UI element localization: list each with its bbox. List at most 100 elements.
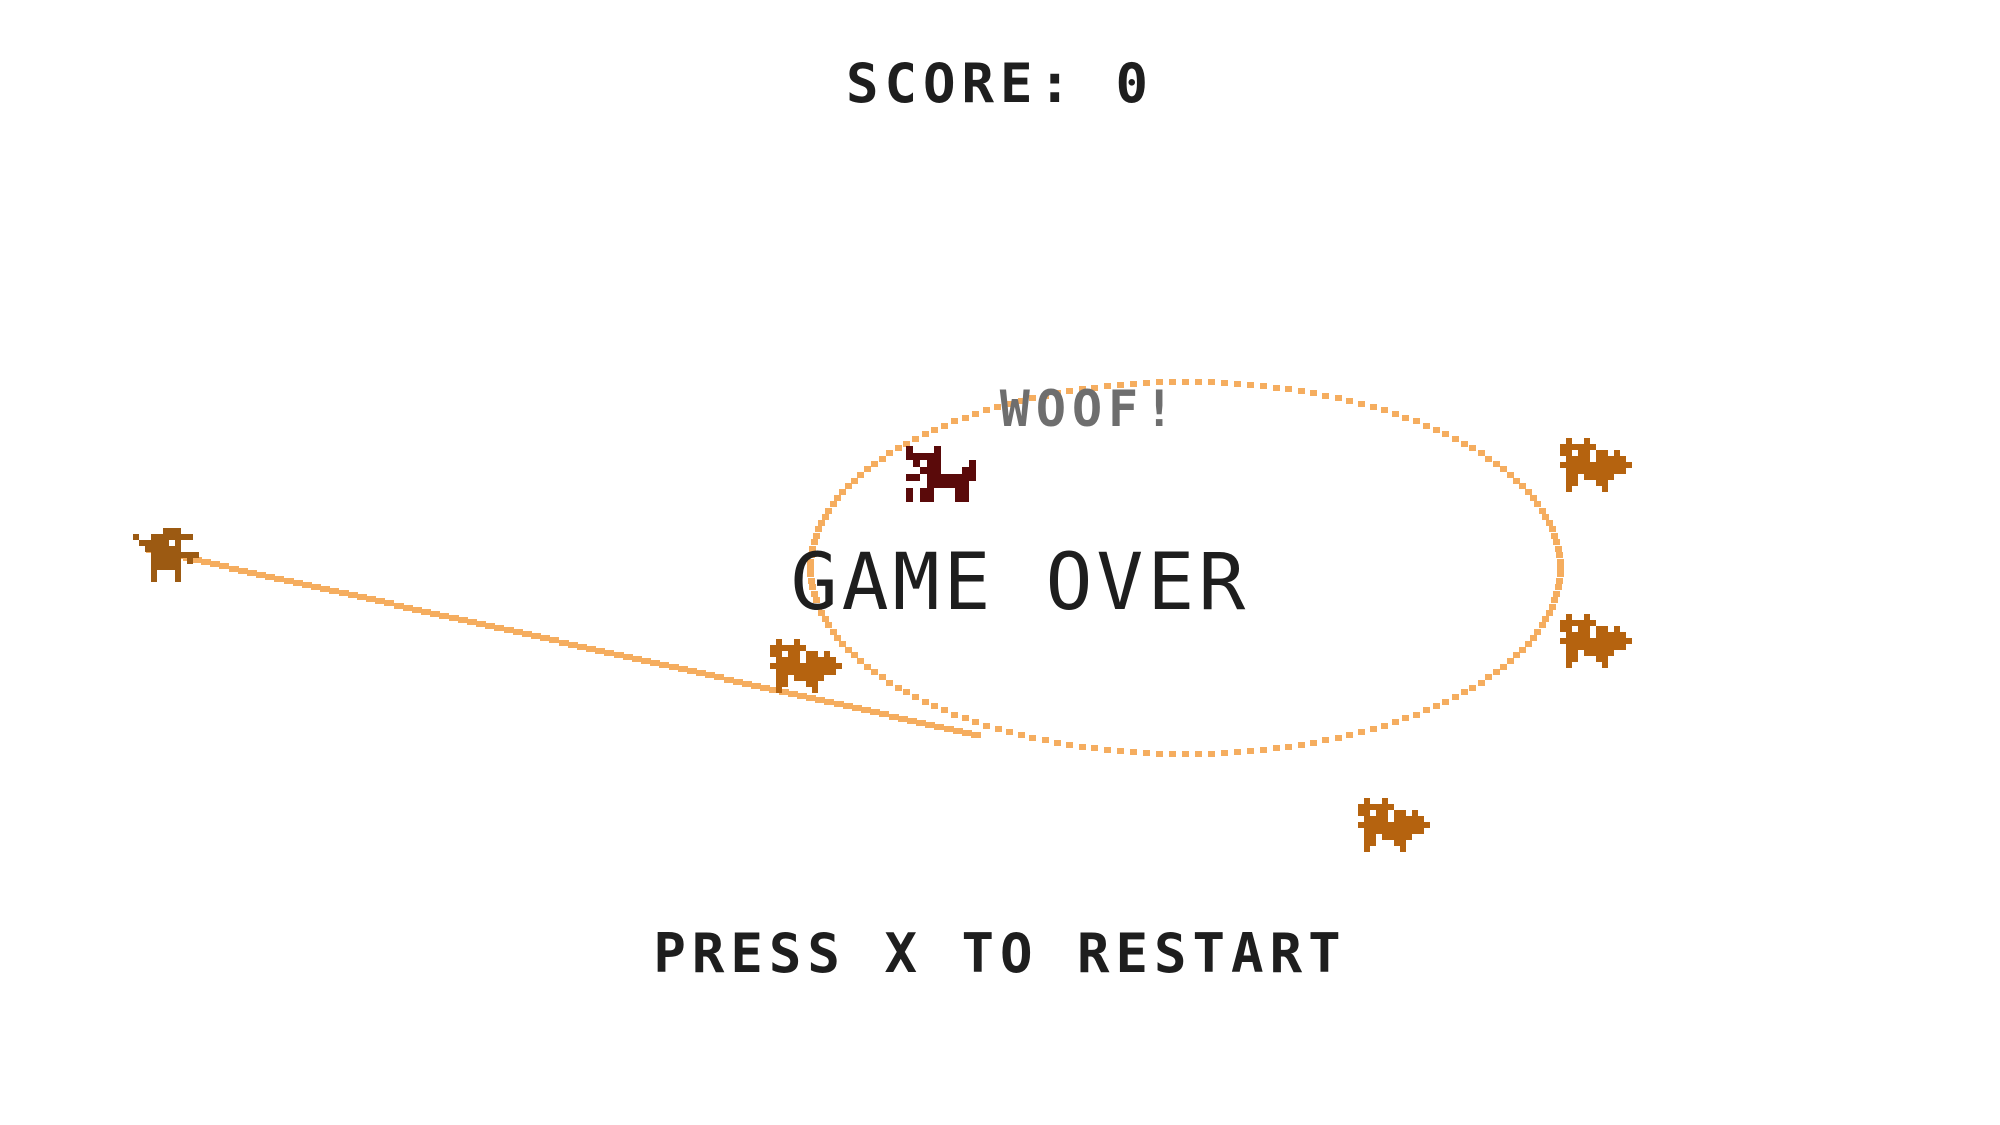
lasso-rope-segment — [522, 631, 532, 637]
dog-sprite-pixel — [948, 474, 955, 481]
cattle-sprite-pixel — [1370, 816, 1376, 822]
cattle-sprite-pixel — [1578, 456, 1584, 462]
cattle-sprite-pixel — [776, 669, 782, 675]
dog-sprite — [906, 446, 976, 502]
lasso-loop-segment — [1143, 380, 1150, 386]
cattle-sprite-pixel — [788, 651, 794, 657]
lasso-loop-segment — [813, 597, 820, 603]
cattle-sprite-pixel — [824, 657, 830, 663]
lasso-loop-segment — [1381, 407, 1388, 413]
cowboy-sprite-pixel — [169, 552, 175, 558]
cattle-sprite-pixel — [782, 681, 788, 687]
cattle-sprite-pixel — [1602, 656, 1608, 662]
lasso-rope-segment — [366, 596, 376, 602]
dog-sprite-pixel — [906, 474, 913, 481]
lasso-rope-segment — [953, 728, 963, 734]
cattle-sprite-pixel — [1584, 650, 1590, 656]
lasso-loop-segment — [808, 552, 815, 558]
cattle-sprite-pixel — [1566, 462, 1572, 468]
cattle-sprite-pixel — [776, 651, 782, 657]
cattle-sprite-pixel — [1370, 804, 1376, 810]
lasso-loop-segment — [1413, 712, 1420, 718]
cattle-sprite-pixel — [1400, 822, 1406, 828]
lasso-rope-segment — [586, 646, 596, 652]
lasso-loop-segment — [983, 723, 990, 729]
lasso-loop-segment — [1555, 584, 1562, 590]
cattle-sprite-pixel — [1572, 480, 1578, 486]
dog-sprite-pixel — [906, 495, 913, 502]
restart-prompt: PRESS X TO RESTART — [653, 922, 1347, 985]
lasso-rope-segment — [394, 603, 404, 609]
cattle-sprite-pixel — [1584, 620, 1590, 626]
cattle-sprite-pixel — [794, 663, 800, 669]
lasso-rope-segment — [705, 672, 715, 678]
lasso-loop-segment — [1104, 747, 1111, 753]
cattle-sprite-pixel — [1382, 804, 1388, 810]
cattle-sprite-pixel — [1584, 644, 1590, 650]
cattle-sprite-pixel — [1376, 822, 1382, 828]
cattle-sprite-pixel — [1596, 468, 1602, 474]
cattle-sprite-pixel — [818, 669, 824, 675]
lasso-loop-segment — [1452, 694, 1459, 700]
cattle-sprite-pixel — [1370, 840, 1376, 846]
cattle-sprite-pixel — [1590, 468, 1596, 474]
lasso-rope-segment — [843, 703, 853, 709]
dog-sprite-pixel — [906, 488, 913, 495]
lasso-loop-segment — [931, 427, 938, 433]
cattle-sprite-pixel — [1608, 462, 1614, 468]
cowboy-sprite-pixel — [175, 570, 181, 576]
cattle-sprite-pixel — [1560, 638, 1566, 644]
lasso-loop-segment — [1285, 744, 1292, 750]
lasso-loop-segment — [879, 674, 886, 680]
cattle-sprite-pixel — [1382, 816, 1388, 822]
cattle-sprite-pixel — [1566, 626, 1572, 632]
lasso-loop-segment — [1493, 669, 1500, 675]
lasso-loop-segment — [1478, 680, 1485, 686]
cattle-sprite-pixel — [1400, 828, 1406, 834]
cattle-sprite-pixel — [812, 681, 818, 687]
lasso-loop-segment — [1485, 674, 1492, 680]
cattle-sprite-pixel — [1590, 444, 1596, 450]
lasso-rope-segment — [604, 650, 614, 656]
lasso-loop-segment — [903, 689, 910, 695]
lasso-loop-segment — [1469, 685, 1476, 691]
lasso-loop-segment — [995, 726, 1002, 732]
lasso-rope-segment — [760, 685, 770, 691]
cowboy-sprite-pixel — [181, 534, 187, 540]
cowboy-sprite-pixel — [169, 528, 175, 534]
cattle-sprite-pixel — [812, 687, 818, 693]
cattle-sprite-pixel — [1602, 638, 1608, 644]
lasso-loop-segment — [1493, 461, 1500, 467]
lasso-rope-segment — [824, 699, 834, 705]
lasso-loop-segment — [895, 685, 902, 691]
cattle-sprite-pixel — [1620, 468, 1626, 474]
cattle-sprite-pixel — [1572, 468, 1578, 474]
lasso-rope-segment — [494, 625, 504, 631]
cattle-sprite-pixel — [782, 663, 788, 669]
cattle-sprite-pixel — [1614, 462, 1620, 468]
cattle-sprite-pixel — [1584, 474, 1590, 480]
lasso-loop-segment — [1392, 719, 1399, 725]
cowboy-sprite-pixel — [181, 552, 187, 558]
lasso-rope-segment — [971, 732, 981, 738]
lasso-loop-segment — [857, 658, 864, 664]
lasso-loop-segment — [1461, 441, 1468, 447]
dog-sprite-pixel — [969, 474, 976, 481]
cattle-sprite-pixel — [1376, 816, 1382, 822]
lasso-rope-segment — [614, 652, 624, 658]
cattle-sprite-pixel — [1602, 468, 1608, 474]
lasso-loop-segment — [871, 669, 878, 675]
cattle-sprite-pixel — [1608, 474, 1614, 480]
cattle-sprite-pixel — [1572, 644, 1578, 650]
lasso-loop-segment — [1433, 427, 1440, 433]
cattle-sprite-pixel — [1406, 834, 1412, 840]
lasso-rope-segment — [320, 586, 330, 592]
dog-sprite-pixel — [955, 495, 962, 502]
cattle-sprite — [1560, 438, 1632, 492]
cattle-sprite-pixel — [1364, 816, 1370, 822]
cattle-sprite-pixel — [794, 645, 800, 651]
lasso-loop-segment — [1519, 483, 1526, 489]
cattle-sprite-pixel — [1566, 474, 1572, 480]
